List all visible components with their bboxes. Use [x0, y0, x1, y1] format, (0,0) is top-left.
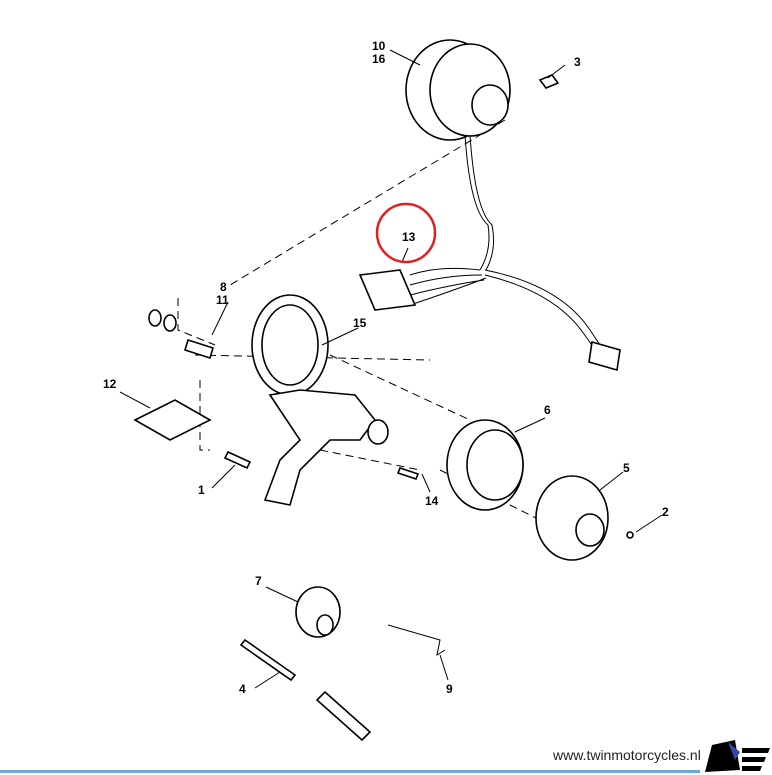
callout-14: 14: [425, 494, 439, 508]
callout-4: 4: [239, 682, 246, 696]
callout-11: 11: [216, 293, 229, 307]
callout-5: 5: [623, 461, 630, 475]
callout-2: 2: [662, 505, 669, 519]
callout-3: 3: [574, 55, 581, 69]
callout-8: 8: [220, 280, 227, 294]
callout-15: 15: [353, 316, 367, 330]
callout-16: 16: [372, 52, 386, 66]
callout-10: 10: [372, 39, 386, 53]
callout-6: 6: [544, 403, 551, 417]
footer-divider: [0, 770, 700, 773]
speedometer-housing: [405, 39, 560, 141]
callout-13: 13: [402, 230, 416, 244]
twinmotorcycles-logo: [705, 740, 770, 772]
callout-12: 12: [103, 377, 117, 391]
callout-1: 1: [198, 483, 205, 497]
callout-9: 9: [446, 682, 453, 696]
mounting-bracket: [251, 294, 389, 506]
website-url[interactable]: www.twinmotorcycles.nl: [553, 747, 701, 763]
callout-7: 7: [255, 574, 262, 588]
highlight-circle: [375, 202, 437, 264]
